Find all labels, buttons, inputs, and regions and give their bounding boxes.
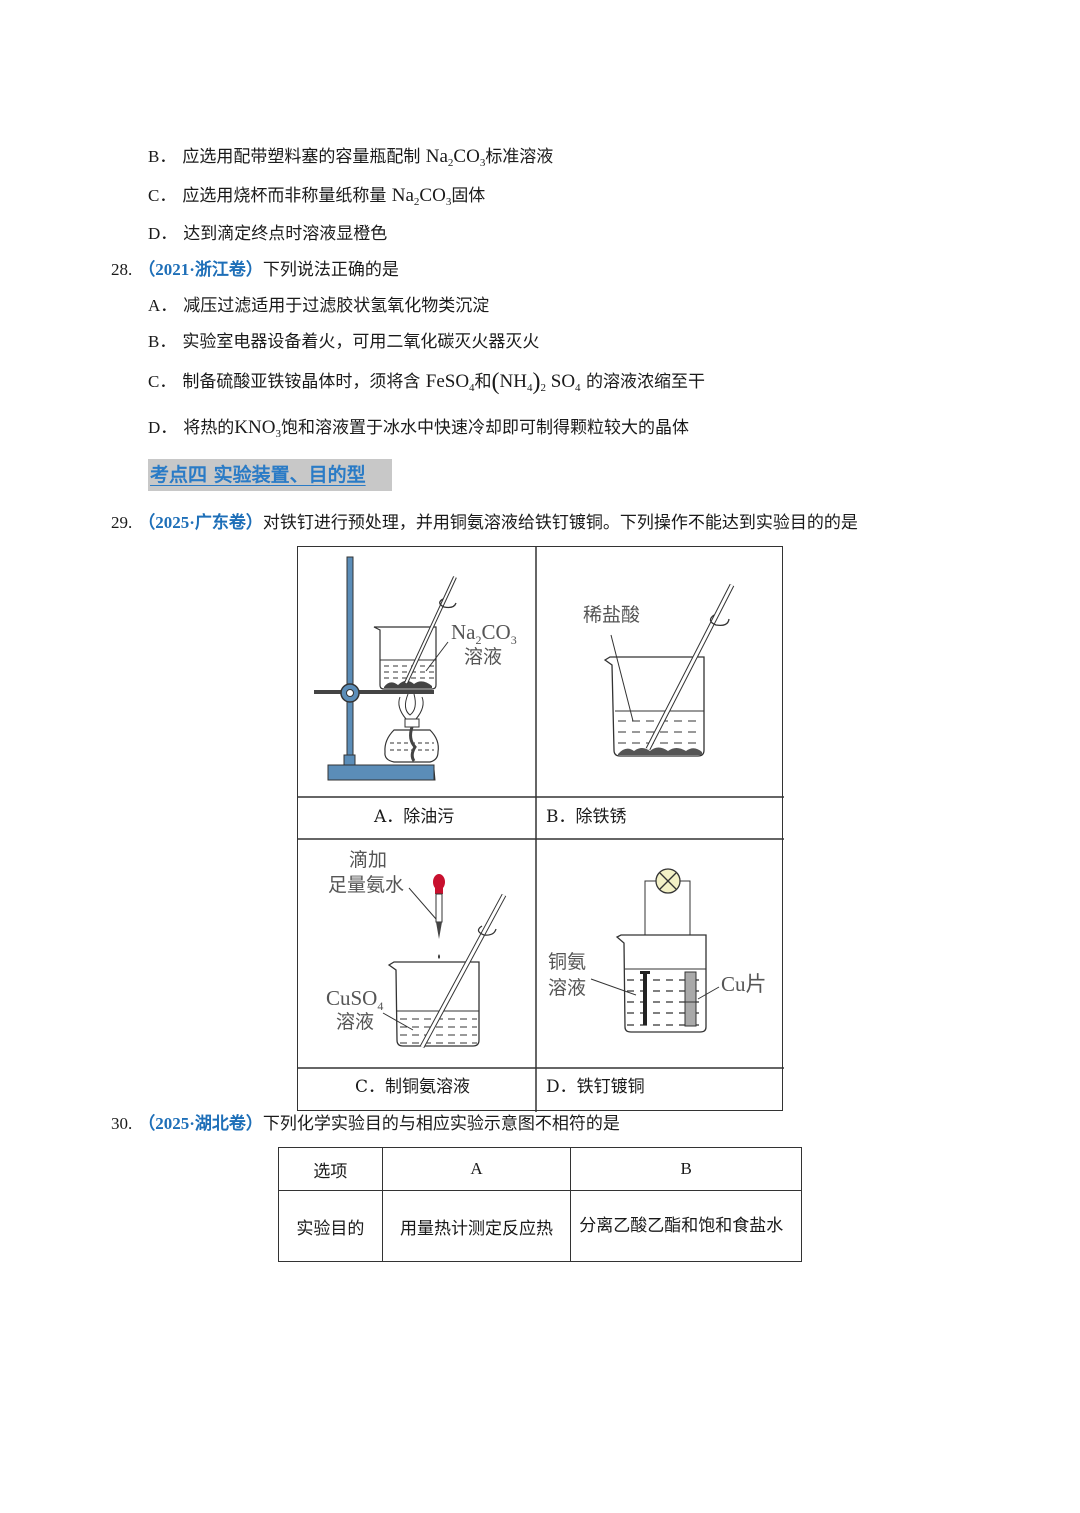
option-text: 达到滴定终点时溶液显橙色 [183, 224, 388, 244]
q29-stem: 29. （2025·广东卷）对铁钉进行预处理，并用铜氨溶液给铁钉镀铜。下列操作不能… [111, 511, 858, 535]
q28-stem: 28. （2021·浙江卷）下列说法正确的是 [111, 258, 399, 282]
option-letter: A． [148, 296, 178, 315]
figure-d-caption: D．铁钉镀铜 [546, 1077, 645, 1097]
figure-a-caption: A．除油污 [374, 807, 455, 827]
question-stem: 下列化学实验目的与相应实验示意图不相符的是 [262, 1114, 620, 1134]
dropper-beaker-illustration [382, 874, 507, 1049]
formula-feso4: FeSO4 [425, 371, 475, 394]
formula-na2co3: Na2CO3 [425, 146, 486, 169]
option-text: 减压过滤适用于过滤胶状氢氧化物类沉淀 [183, 296, 490, 316]
q28-option-c: C． 制备硫酸亚铁铵晶体时，须将含 FeSO4和(NH4)2 SO4 的溶液浓缩至… [148, 370, 705, 400]
question-source: （2025·湖北卷） [138, 1114, 263, 1133]
figure-a-label: Na2CO3 [451, 620, 517, 648]
table-cell: 用量热计测定反应热 [381, 1190, 572, 1262]
question-number: 28. [111, 260, 133, 279]
option-letter: D． [148, 418, 178, 437]
q27-option-d: D． 达到滴定终点时溶液显橙色 [148, 222, 387, 246]
option-text: 将热的 [183, 418, 235, 438]
q27-option-c: C． 应选用烧杯而非称量纸称量 Na2CO3固体 [148, 184, 485, 214]
formula-na2co3: Na2CO3 [391, 185, 452, 208]
table-row: 实验目的 用量热计测定反应热 分离乙酸乙酯和饱和食盐水 [278, 1190, 802, 1262]
figure-b: 稀盐酸 [536, 547, 784, 797]
q29-figure-grid: Na2CO3 溶液 A．除油污 稀盐酸 B．除铁锈 [297, 546, 784, 1112]
table-header-cell: A [381, 1147, 572, 1191]
option-text: 固体 [451, 186, 486, 206]
formula-kno3: KNO3 [234, 417, 281, 440]
question-stem: 下列说法正确的是 [262, 260, 399, 280]
figure-d: 铜氨 溶液 Cu片 [536, 839, 784, 1068]
table-cell: 实验目的 [278, 1190, 383, 1262]
option-text: 实验室电器设备着火，可用二氧化碳灭火器灭火 [182, 332, 540, 352]
figure-d-label: 溶液 [548, 977, 587, 999]
q28-option-b: B． 实验室电器设备着火，可用二氧化碳灭火器灭火 [148, 330, 539, 354]
question-stem: 对铁钉进行预处理，并用铜氨溶液给铁钉镀铜。下列操作不能达到实验目的的是 [262, 513, 858, 533]
question-number: 30. [111, 1114, 133, 1133]
figure-c-label: 滴加 [349, 849, 388, 871]
option-text: 制备硫酸亚铁铵晶体时，须将含 [182, 372, 421, 392]
figure-b-label: 稀盐酸 [583, 604, 641, 626]
formula-nh4-2so4: (NH4)2 SO4 [491, 369, 581, 395]
question-source: （2021·浙江卷） [138, 260, 263, 279]
q27-option-b: B． 应选用配带塑料塞的容量瓶配制 Na2CO3标准溶液 [148, 145, 553, 175]
figure-a: Na2CO3 溶液 [298, 547, 536, 797]
section-heading: 考点四 实验装置、目的型 [148, 459, 392, 491]
beaker-hcl-illustration [603, 583, 735, 757]
grid-lines [298, 547, 784, 1112]
question-number: 29. [111, 513, 133, 532]
heating-apparatus-illustration [314, 556, 457, 781]
figure-c: 滴加 足量氨水 CuSO4 溶液 [298, 839, 536, 1068]
option-text: 应选用配带塑料塞的容量瓶配制 [182, 147, 421, 167]
table-header-row: 选项 A B [278, 1147, 802, 1191]
q30-stem: 30. （2025·湖北卷）下列化学实验目的与相应实验示意图不相符的是 [111, 1112, 620, 1136]
q28-option-a: A． 减压过滤适用于过滤胶状氢氧化物类沉淀 [148, 294, 489, 318]
option-text: 应选用烧杯而非称量纸称量 [182, 186, 387, 206]
option-letter: C． [148, 372, 177, 391]
table-cell: 分离乙酸乙酯和饱和食盐水 [570, 1190, 802, 1262]
figure-a-label: 溶液 [464, 646, 503, 668]
figure-c-label: CuSO4 [326, 986, 384, 1014]
electroplating-illustration [590, 868, 720, 1033]
q28-option-d: D． 将热的KNO3饱和溶液置于冰水中快速冷却即可制得颗粒较大的晶体 [148, 416, 689, 446]
option-letter: B． [148, 147, 177, 166]
figure-d-label: 铜氨 [548, 951, 587, 973]
option-text: 标准溶液 [485, 147, 554, 167]
figure-c-caption: C．制铜氨溶液 [355, 1077, 471, 1097]
figure-d-label: Cu片 [721, 972, 767, 996]
option-letter: C． [148, 186, 177, 205]
figure-c-label: 足量氨水 [328, 874, 405, 896]
option-text: 饱和溶液置于冰水中快速冷却即可制得颗粒较大的晶体 [280, 418, 689, 438]
option-text: 的溶液浓缩至干 [585, 372, 705, 392]
table-header-cell: B [570, 1147, 802, 1191]
option-letter: B． [148, 332, 177, 351]
option-text: 和 [474, 372, 492, 392]
option-letter: D． [148, 224, 178, 243]
figure-c-label: 溶液 [336, 1011, 375, 1033]
table-header-cell: 选项 [278, 1147, 383, 1191]
figure-b-caption: B．除铁锈 [546, 807, 627, 827]
question-source: （2025·广东卷） [138, 513, 263, 532]
q30-table: 选项 A B 实验目的 用量热计测定反应热 分离乙酸乙酯和饱和食盐水 [278, 1147, 802, 1262]
